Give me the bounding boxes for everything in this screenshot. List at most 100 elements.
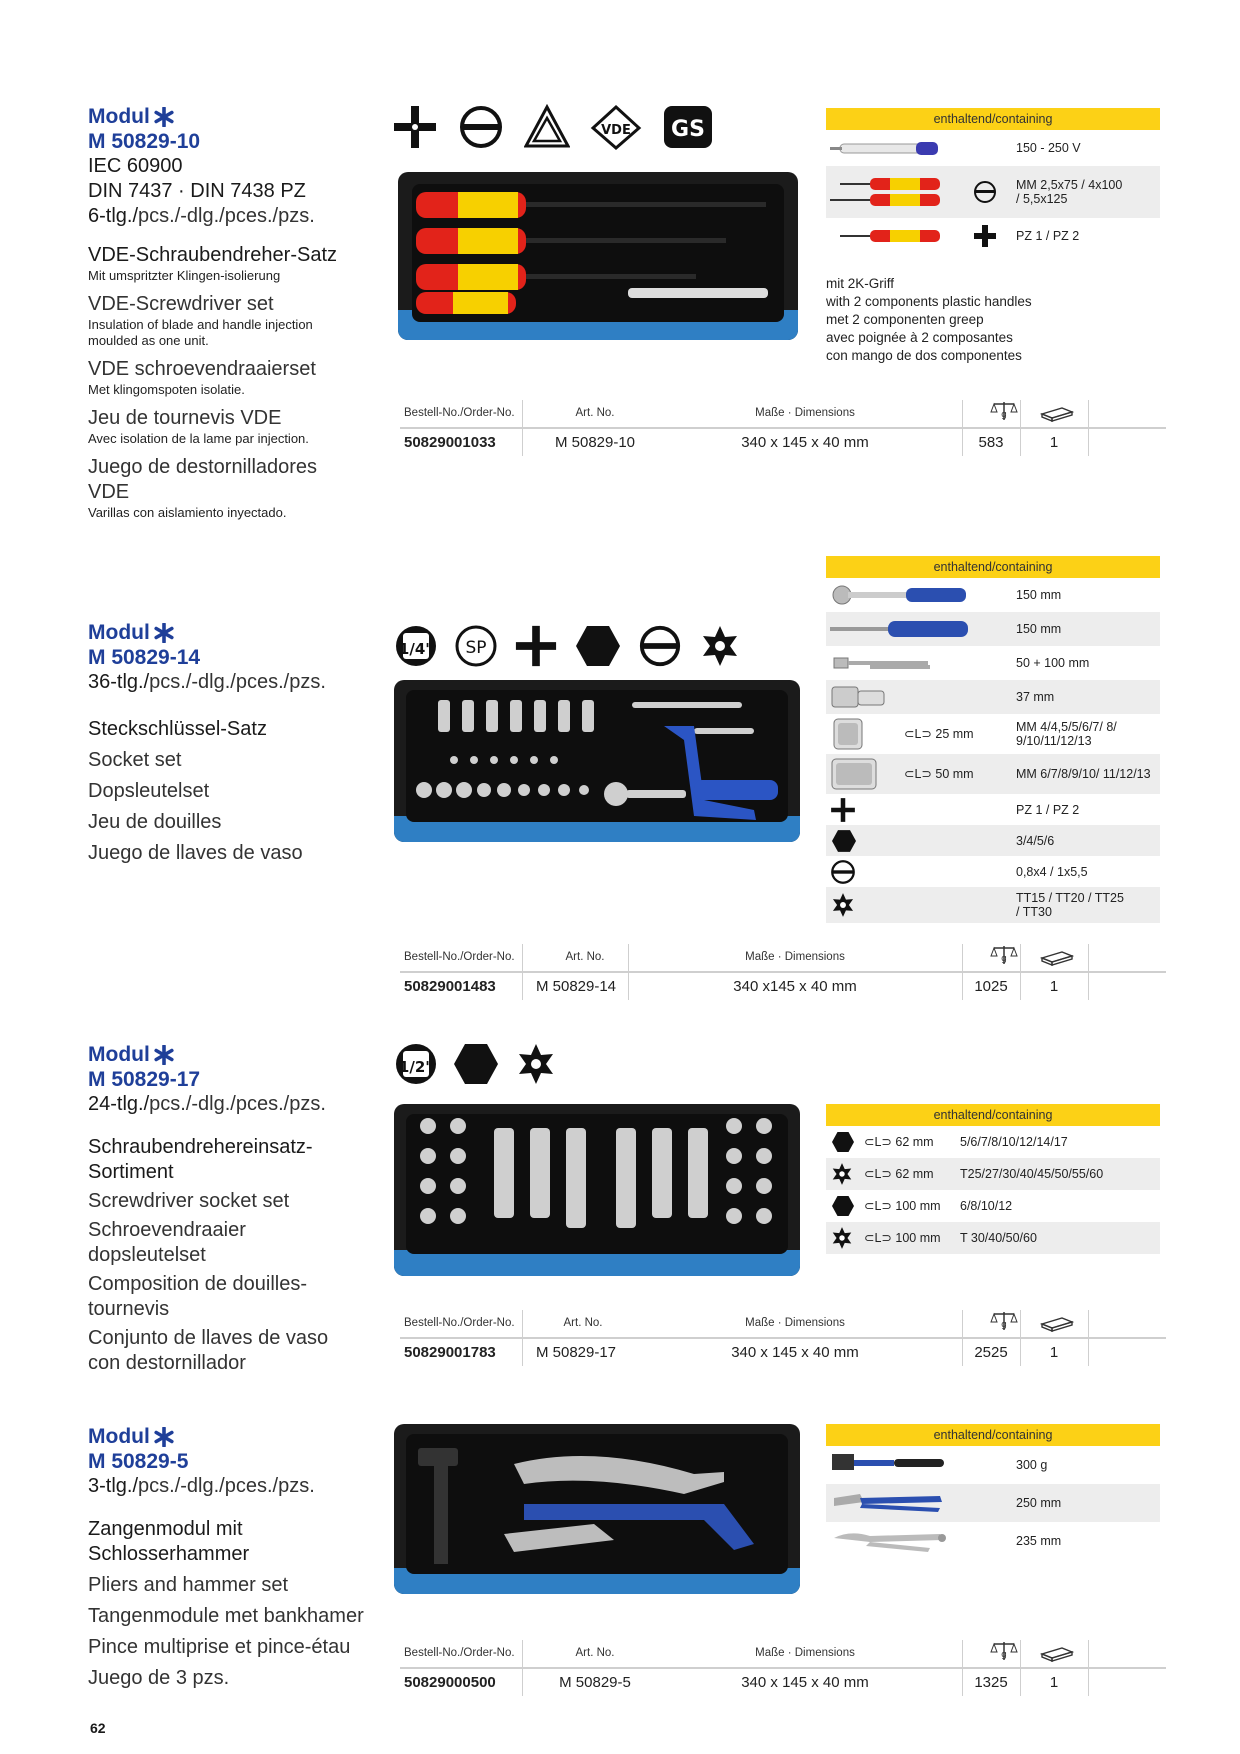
module-label: Modul — [88, 104, 358, 129]
slotted-icon — [460, 106, 502, 148]
quantity: 1 — [1049, 978, 1059, 995]
module-2-containing: enthaltend/containing 150 mm 150 mm 50 +… — [826, 556, 1160, 932]
weight: 1325 — [974, 1674, 1008, 1691]
module-1-tray-image — [398, 172, 798, 340]
title-nl: Schroevendraaier dopsleutelset — [88, 1219, 246, 1266]
dimensions: 340 x 145 x 40 mm — [741, 434, 869, 451]
hammer-icon — [832, 1454, 944, 1470]
dimensions: 340 x145 x 40 mm — [733, 978, 857, 995]
piece-count: 3-tlg./pcs./-dlg./pces./pzs. — [88, 1475, 315, 1497]
hexagon-icon — [576, 626, 620, 666]
vde-mark-icon: VDE — [590, 104, 642, 150]
module-code: M 50829-5 — [88, 1450, 189, 1473]
hexagon-icon — [832, 1132, 854, 1152]
svg-text:SP: SP — [465, 638, 486, 658]
slotted-icon — [639, 625, 681, 667]
module-1-order-table: Bestell-No./Order-No. Art. No. Maße · Di… — [400, 400, 1166, 460]
gs-mark-icon: GS — [664, 106, 712, 148]
containing-item: 150 mm — [826, 612, 1160, 646]
torx-icon — [519, 1044, 553, 1084]
module-code: M 50829-14 — [88, 646, 201, 669]
vde-slotted-screwdrivers-icon — [830, 178, 996, 206]
containing-item: ⊂L⊃ 100 mm 6/8/10/12 — [826, 1190, 1160, 1222]
containing-header: enthaltend/containing — [826, 1424, 1160, 1446]
containing-item: 235 mm — [826, 1522, 1160, 1560]
containing-item: 50 + 100 mm — [826, 646, 1160, 680]
order-number: 50829001033 — [404, 434, 496, 451]
svg-text:g: g — [1001, 410, 1007, 420]
module-code: M 50829-17 — [88, 1068, 201, 1091]
quantity: 1 — [1049, 1344, 1059, 1361]
module-4-tray-image — [394, 1424, 800, 1594]
standard-iec: IEC 60900 — [88, 155, 183, 177]
title-de: VDE-Schraubendreher-Satz — [88, 244, 338, 266]
ratchet-icon — [832, 585, 966, 605]
title-nl: Tangenmodule met bankhamer — [88, 1605, 364, 1627]
module-1-text: Modul M 50829-10 IEC 60900 DIN 7437 · DI… — [88, 104, 358, 521]
weight: 1025 — [974, 978, 1008, 995]
package-icon — [1040, 1647, 1074, 1662]
title-en: VDE-Screwdriver set — [88, 293, 274, 315]
svg-text:g: g — [1001, 1320, 1007, 1330]
asterisk-star-icon — [154, 107, 174, 128]
title-de: Zangenmodul mit Schlosserhammer — [88, 1518, 250, 1565]
module-4-text: Modul M 50829-5 3-tlg./pcs./-dlg./pces./… — [88, 1424, 368, 1691]
containing-item: 37 mm — [826, 680, 1160, 714]
title-de: Steckschlüssel-Satz — [88, 718, 267, 740]
weight-scale-icon: g — [990, 946, 1018, 964]
module-2-symbols: 1/4" SP — [394, 624, 742, 668]
title-es: Juego de llaves de vaso — [88, 842, 303, 864]
phillips-cross-icon — [831, 797, 855, 822]
weight-scale-icon: g — [990, 1312, 1018, 1330]
svg-text:GS: GS — [671, 117, 705, 142]
torx-icon — [703, 626, 737, 666]
title-de: Schraubendrehereinsatz-Sortiment — [88, 1136, 313, 1183]
long-socket-icon — [831, 758, 877, 790]
piece-count: 24-tlg./pcs./-dlg./pces./pzs. — [88, 1093, 326, 1115]
page-number: 62 — [90, 1720, 106, 1736]
asterisk-star-icon — [154, 1427, 174, 1448]
module-3-tray-image — [394, 1104, 800, 1276]
module-3-symbols: 1/2" — [394, 1042, 558, 1086]
containing-header: enthaltend/containing — [826, 556, 1160, 578]
short-socket-icon — [833, 718, 863, 750]
art-number: M 50829-10 — [554, 434, 636, 451]
order-number: 50829001783 — [404, 1344, 496, 1361]
weight: 2525 — [974, 1344, 1008, 1361]
containing-item: ⊂L⊃ 62 mm 5/6/7/8/10/12/14/17 — [826, 1126, 1160, 1158]
module-code: M 50829-10 — [88, 130, 201, 153]
containing-item: TT15 / TT20 / TT25 / TT30 — [826, 887, 1160, 923]
containing-item: 300 g — [826, 1446, 1160, 1484]
torx-icon — [832, 1227, 852, 1249]
containing-header: enthaltend/containing — [826, 1104, 1160, 1126]
weight-scale-icon: g — [990, 402, 1018, 420]
dimensions: 340 x 145 x 40 mm — [741, 1674, 869, 1691]
title-es: Juego de 3 pzs. — [88, 1667, 230, 1689]
art-number: M 50829-5 — [559, 1674, 631, 1691]
containing-item: PZ 1 / PZ 2 — [826, 218, 1160, 254]
package-icon — [1040, 951, 1074, 966]
package-icon — [1040, 407, 1074, 422]
asterisk-star-icon — [154, 623, 174, 644]
order-number: 50829000500 — [404, 1674, 496, 1691]
svg-text:1/4": 1/4" — [399, 640, 433, 658]
title-en: Pliers and hammer set — [88, 1574, 289, 1596]
sub-fr: Avec isolation de la lame par injection. — [88, 431, 309, 446]
torx-icon — [832, 1163, 852, 1185]
art-number: M 50829-14 — [535, 978, 617, 995]
title-en: Screwdriver socket set — [88, 1190, 290, 1212]
triangle-insulation-icon — [524, 104, 570, 148]
title-nl: Dopsleutelset — [88, 780, 210, 802]
vde-screwdriver-drawing — [416, 192, 768, 314]
water-pump-pliers-icon — [834, 1494, 942, 1512]
weight: 583 — [978, 434, 1004, 451]
title-es: Juego de destornilladores VDE — [88, 456, 318, 503]
hexagon-icon — [832, 829, 856, 852]
piece-count: 36-tlg./pcs./-dlg./pces./pzs. — [88, 671, 326, 693]
svg-text:g: g — [1001, 954, 1007, 964]
quantity: 1 — [1049, 434, 1059, 451]
slotted-icon — [831, 859, 855, 884]
screwdriver-handle-icon — [830, 621, 968, 637]
sub-es: Varillas con aislamiento inyectado. — [88, 505, 287, 520]
